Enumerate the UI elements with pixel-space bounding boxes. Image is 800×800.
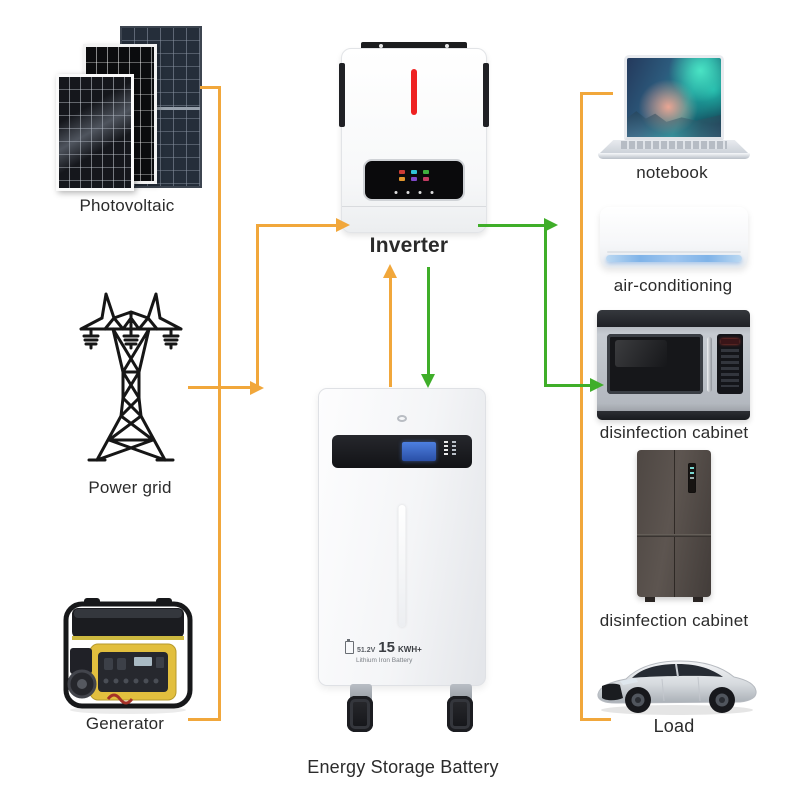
arrow-into-inverter	[336, 218, 350, 232]
arrow-inverter-output	[544, 218, 558, 232]
battery-display-band	[332, 435, 472, 468]
battery-rating-plate: 51.2V 15 KWH+ Lithium Iron Battery	[345, 639, 422, 664]
car-icon	[590, 648, 764, 720]
generator-icon	[56, 596, 208, 718]
wire-battery-charge	[427, 267, 430, 374]
solar-panel-front	[56, 74, 134, 191]
battery-label: Energy Storage Battery	[307, 757, 499, 777]
refrigerator-divider	[637, 533, 711, 537]
notebook-icon	[598, 55, 750, 159]
inverter-display-buttons	[394, 191, 434, 194]
battery-caster-left	[346, 684, 376, 734]
microwave-icon	[597, 310, 750, 420]
microwave-vent	[597, 310, 750, 327]
air-conditioning-label: air-conditioning	[613, 276, 733, 295]
inverter-label: Inverter	[369, 234, 449, 257]
battery-icon	[345, 639, 354, 654]
inverter-image	[339, 48, 489, 233]
wire-generator-out	[188, 718, 221, 721]
disinfection-cabinet-label-1: disinfection cabinet	[599, 423, 749, 442]
wire-pv-out	[200, 86, 220, 89]
refrigerator-feet	[645, 597, 703, 602]
ac-light-bar	[605, 255, 743, 262]
inverter-heatsink-left	[339, 63, 345, 127]
notebook-keyboard	[600, 140, 748, 153]
refrigerator-display	[688, 463, 696, 493]
wire-inverter-output	[478, 224, 544, 227]
battery-capacity: 15	[378, 639, 395, 656]
microwave-base	[597, 411, 750, 420]
wire-left-bus	[218, 86, 221, 720]
wire-grid-out	[188, 386, 252, 389]
arrow-battery-to-inverter	[383, 264, 397, 278]
wire-into-inverter	[256, 224, 336, 227]
ac-vent-seam	[607, 251, 741, 253]
battery-capacity-unit: KWH+	[397, 645, 422, 654]
inverter-seam	[342, 206, 486, 207]
bracket-screw	[379, 44, 383, 48]
wire-battery-discharge	[389, 278, 392, 387]
wire-bus-to-car	[580, 718, 611, 721]
microwave-control-panel	[717, 334, 743, 394]
microwave-door	[607, 334, 703, 394]
power-grid-label: Power grid	[88, 478, 172, 497]
battery-light-strip	[398, 505, 406, 627]
notebook-base	[598, 153, 750, 159]
battery-voltage: 51.2V	[357, 647, 376, 654]
power-grid-icon	[75, 288, 187, 470]
solar-panel-divider	[122, 107, 200, 110]
inverter-mount-bracket	[361, 42, 467, 50]
notebook-screen	[624, 55, 724, 140]
load-label: Load	[653, 716, 695, 736]
microwave-handle	[707, 337, 712, 392]
wire-bus-to-notebook	[580, 92, 613, 95]
refrigerator-icon	[637, 450, 711, 602]
battery-logo	[397, 415, 407, 422]
notebook-label: notebook	[636, 163, 708, 182]
air-conditioner-icon	[600, 207, 748, 268]
wire-right-load-bus	[580, 92, 583, 721]
arrow-grid-junction	[250, 381, 264, 395]
inverter-status-icons	[399, 170, 429, 181]
wire-output-drop	[544, 224, 547, 387]
arrow-inverter-to-battery	[421, 374, 435, 388]
battery-image: 51.2V 15 KWH+ Lithium Iron Battery	[318, 388, 486, 686]
inverter-led-stripe	[411, 69, 417, 115]
disinfection-cabinet-label-2: disinfection cabinet	[599, 611, 749, 630]
bracket-screw	[445, 44, 449, 48]
wire-riser-to-inverter	[256, 224, 259, 389]
battery-chemistry: Lithium Iron Battery	[356, 657, 413, 664]
arrow-to-microwave	[590, 378, 604, 392]
battery-indicator-leds	[444, 441, 448, 455]
photovoltaic-label: Photovoltaic	[79, 196, 175, 215]
generator-label: Generator	[85, 714, 165, 733]
battery-caster-right	[446, 684, 476, 734]
battery-lcd-screen	[402, 442, 436, 461]
wire-to-microwave	[544, 384, 590, 387]
inverter-heatsink-right	[483, 63, 489, 127]
inverter-display	[363, 159, 465, 201]
